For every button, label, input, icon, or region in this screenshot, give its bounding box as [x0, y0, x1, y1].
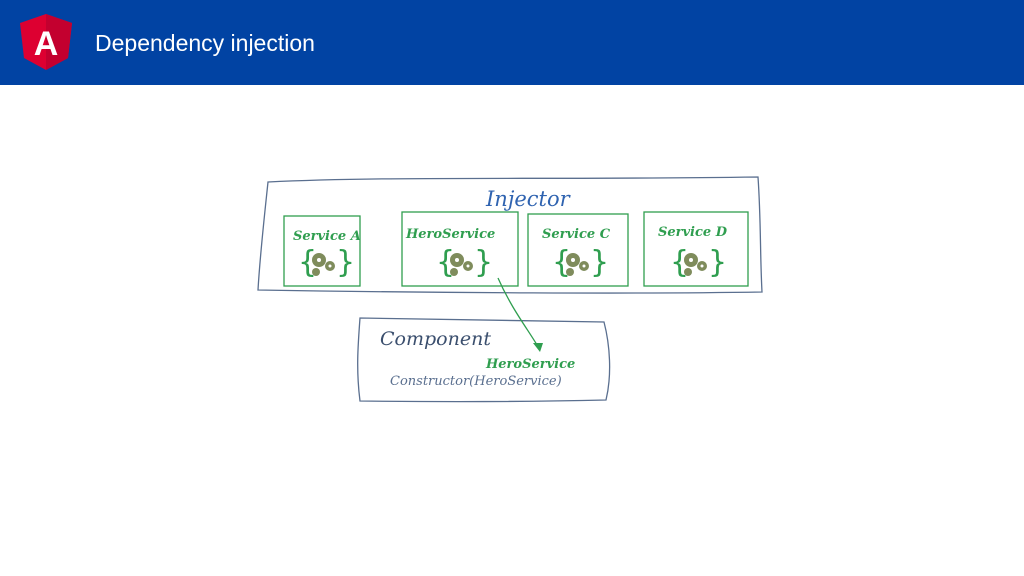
service-label-d: Service D	[658, 225, 728, 240]
service-label-heroservice: HeroService	[405, 227, 495, 242]
header-bar: A Dependency injection	[0, 0, 1024, 85]
injector-label: Injector	[485, 187, 572, 211]
component-injected-label: HeroService	[485, 357, 575, 372]
angular-logo-icon: A	[20, 14, 72, 70]
injector-box	[257, 176, 763, 294]
component-label: Component	[380, 328, 491, 350]
gears-in-braces-icon: { }	[552, 245, 609, 280]
gears-in-braces-icon: { }	[298, 245, 355, 280]
page-title: Dependency injection	[95, 30, 315, 56]
injection-arrow	[497, 277, 541, 351]
angular-logo-letter: A	[34, 25, 59, 63]
gears-in-braces-icon: { }	[436, 245, 493, 280]
service-label-c: Service C	[542, 227, 611, 242]
dependency-injection-diagram: Injector Service A { } HeroService { }	[257, 176, 763, 403]
component-constructor-label: Constructor(HeroService)	[390, 374, 562, 389]
service-box-d: Service D { }	[643, 211, 749, 287]
service-label-a: Service A	[293, 229, 361, 244]
service-box-heroservice: HeroService { }	[401, 211, 519, 287]
svg-text:}: }	[474, 245, 493, 280]
service-box-c: Service C { }	[527, 213, 629, 287]
svg-text:}: }	[336, 245, 355, 280]
injection-arrow-head	[533, 343, 543, 352]
svg-text:}: }	[708, 245, 727, 280]
gears-in-braces-icon: { }	[670, 245, 727, 280]
component-box	[357, 317, 611, 403]
svg-text:}: }	[590, 245, 609, 280]
service-box-a: Service A { }	[283, 215, 361, 287]
